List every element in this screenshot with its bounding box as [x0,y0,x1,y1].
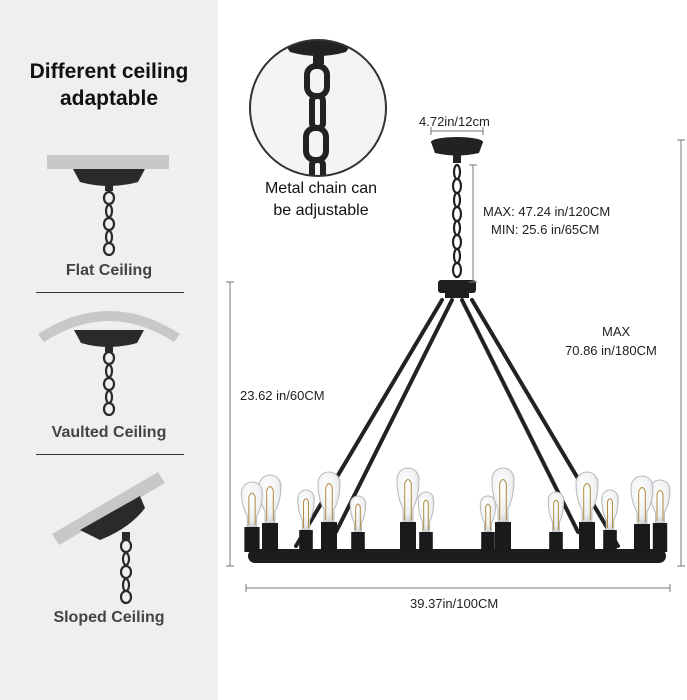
chandelier-frame [248,280,666,563]
bulb-socket [262,523,278,552]
total-height-max-label: MAX [602,324,631,339]
bulb-glass [417,491,435,533]
bulb-glass [630,475,654,525]
chain-detail-magnifier [249,39,387,177]
chain-caption-line1: Metal chain can [264,180,378,197]
bulb-filament [303,498,309,528]
flat-ceiling-icon [47,155,169,257]
bulb-socket [549,532,563,552]
bulb-filament [638,487,646,522]
sloped-ceiling-icon [52,472,165,605]
chain-min-label: MIN: 25.6 in/65CM [491,222,600,237]
bulb-filament [583,483,591,520]
bulb-glass [547,491,565,533]
bulb-glass [491,467,515,523]
diameter-label: 39.37in/100CM [410,596,499,611]
bulb-glass [479,495,497,533]
bulb-glass [349,495,367,533]
flat-ceiling-label: Flat Ceiling [65,262,153,279]
divider [36,292,184,293]
bulb-socket [351,532,365,552]
bulb-filament [607,498,613,528]
total-height-value: 70.86 in/180CM [565,343,657,358]
chain-caption-line2: be adjustable [273,202,369,219]
vaulted-ceiling-label: Vaulted Ceiling [51,424,167,441]
bulb-filament [325,483,333,520]
bulb-socket [579,522,595,552]
bulb-socket [481,532,495,552]
bulb-glass [241,481,263,528]
bulb-socket [419,532,433,552]
body-height-label: 23.62 in/60CM [240,388,325,403]
bulb-filament [248,492,256,525]
bulb-socket [603,530,617,552]
sloped-ceiling-label: Sloped Ceiling [53,609,165,626]
bulb-glass [396,467,420,523]
divider [36,454,184,455]
bulb-glass [601,489,619,531]
chain [451,163,463,279]
bulb-filament [499,479,507,520]
canopy-and-chain [431,137,483,163]
bulb-glass [317,471,341,523]
bulb-socket [299,530,313,552]
bulb-socket [400,522,416,552]
panel-title-line1: Different ceiling [29,60,189,83]
bulb-filament [656,489,664,521]
bulb-socket [321,522,337,552]
chain-max-label: MAX: 47.24 in/120CM [483,204,611,219]
bulb-glass [297,489,315,531]
bulb-socket [634,524,650,552]
bulb-filament [553,499,559,530]
bulb-group [241,467,671,552]
bulb-filament [266,486,274,521]
bulb-socket [652,523,668,552]
vaulted-ceiling-icon [38,311,180,417]
bulb-filament [423,499,429,530]
bulb-filament [485,503,491,530]
bulb-filament [404,479,412,520]
ceiling-types-panel: Different ceiling adaptable [0,0,218,700]
bulb-glass [575,471,599,523]
ceiling-illustrations [38,155,180,605]
bulb-filament [355,503,361,530]
dimension-lines [226,127,685,592]
bulb-socket [244,527,260,552]
panel-title-line2: adaptable [59,87,159,110]
canopy-width-label: 4.72in/12cm [419,114,490,129]
bulb-socket [495,522,511,552]
